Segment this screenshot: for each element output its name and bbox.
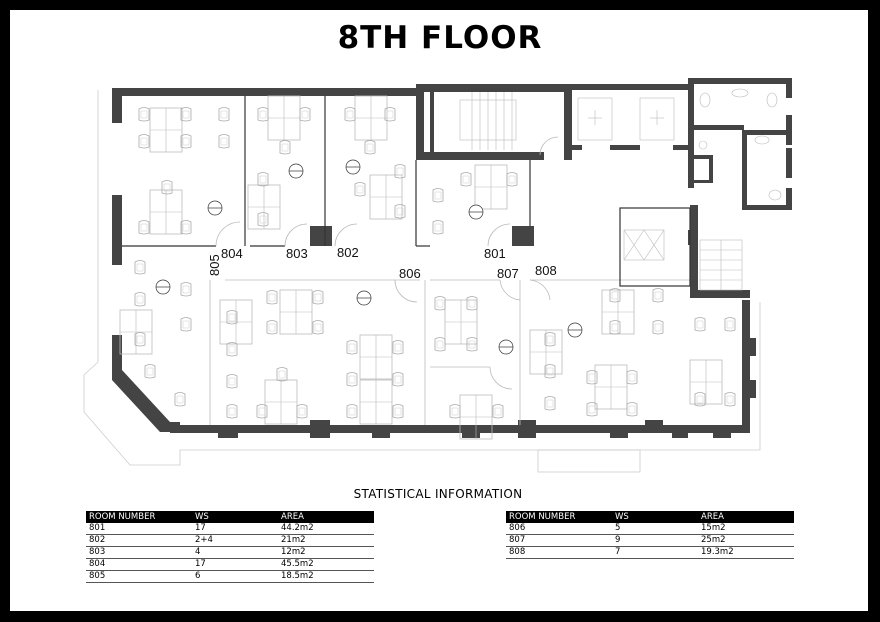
room-label-804: 804 (221, 246, 243, 261)
col-area: AREA (278, 511, 374, 523)
page-title: 8TH FLOOR (337, 20, 543, 56)
col-area: AREA (698, 511, 794, 523)
statistics-title: STATISTICAL INFORMATION (353, 487, 523, 501)
room-label-803: 803 (286, 246, 308, 261)
table-header: ROOM NUMBER WS AREA (86, 511, 374, 523)
col-room-number: ROOM NUMBER (506, 511, 612, 523)
table-header: ROOM NUMBER WS AREA (506, 511, 794, 523)
room-label-801: 801 (484, 246, 506, 261)
col-room-number: ROOM NUMBER (86, 511, 192, 523)
room-label-805: 805 (207, 254, 222, 276)
col-ws: WS (612, 511, 698, 523)
room-label-806: 806 (399, 266, 421, 281)
plan-sheet (10, 10, 868, 611)
col-ws: WS (192, 511, 278, 523)
room-label-802: 802 (337, 245, 359, 260)
room-label-808: 808 (535, 263, 557, 278)
room-label-807: 807 (497, 266, 519, 281)
